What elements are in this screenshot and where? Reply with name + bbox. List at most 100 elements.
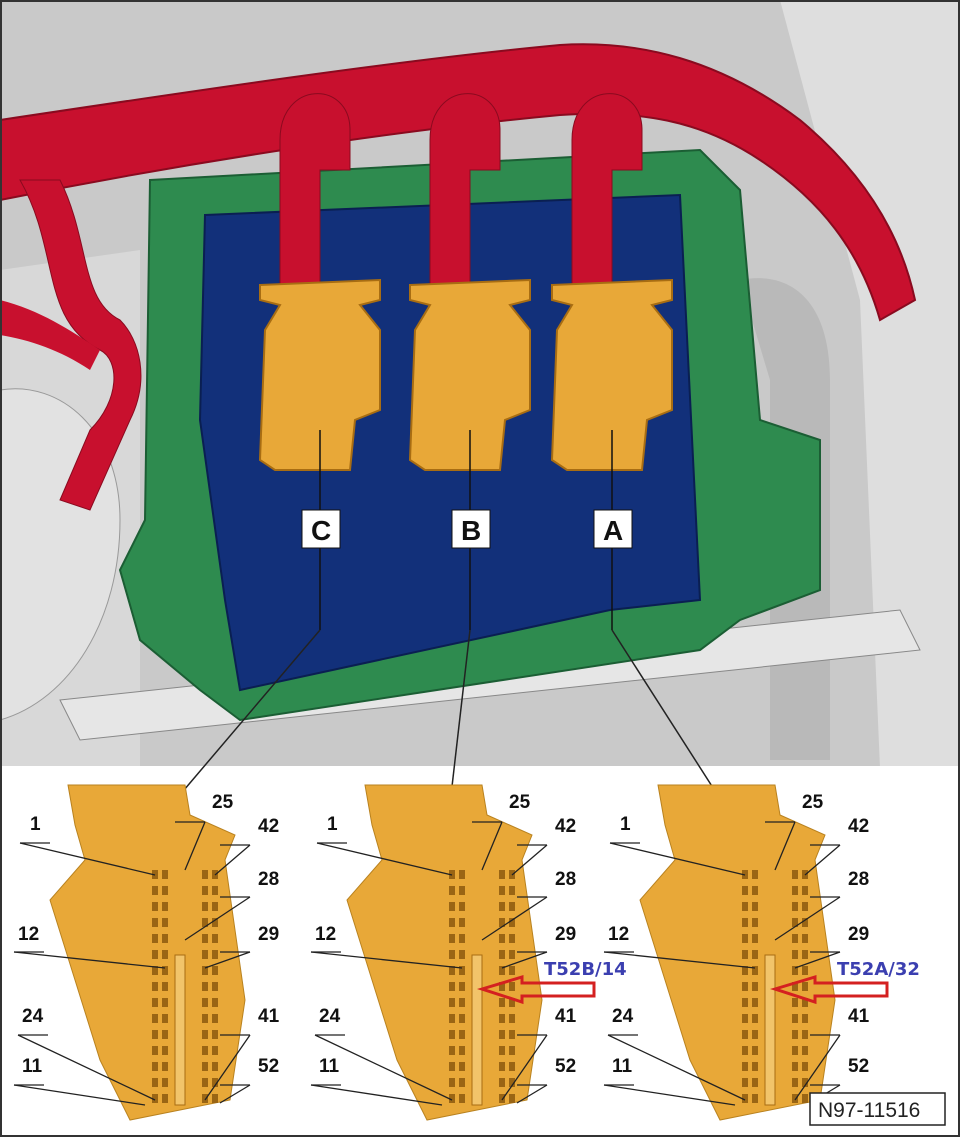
pin-leader <box>609 842 746 876</box>
pin-cavity <box>802 1062 808 1071</box>
pin-cavity <box>202 870 208 879</box>
pin-label-42: 42 <box>848 816 869 837</box>
pin-cavity <box>792 1014 798 1023</box>
pin-cavity <box>509 1014 515 1023</box>
harness-drops <box>279 93 643 301</box>
pin-leader <box>501 951 548 969</box>
pin-label-1: 1 <box>30 814 41 835</box>
pin-cavity <box>449 1094 455 1103</box>
pin-cavity <box>202 1046 208 1055</box>
pin-cavity <box>742 1046 748 1055</box>
pin-leader <box>511 844 548 876</box>
pin-cavity <box>509 918 515 927</box>
pin-label-29: 29 <box>555 924 576 945</box>
connector-a: A <box>550 278 673 630</box>
pin-cavity <box>499 902 505 911</box>
pin-cavity <box>202 1094 208 1103</box>
pin-label-28: 28 <box>258 869 279 890</box>
pin-cavity <box>499 918 505 927</box>
pin-cavity <box>202 966 208 975</box>
connector-body <box>639 784 836 1121</box>
pin-label-25: 25 <box>802 792 824 813</box>
pin-cavity <box>742 1094 748 1103</box>
pin-cavity <box>752 1062 758 1071</box>
pin-cavity <box>802 1014 808 1023</box>
connector-label: B <box>461 515 481 546</box>
pin-leader <box>204 1034 251 1101</box>
pin-cavity <box>802 982 808 991</box>
pin-leader <box>184 821 206 871</box>
pin-cavity <box>449 902 455 911</box>
pin-cavity <box>162 934 168 943</box>
pin-cavity <box>752 1078 758 1087</box>
pin-cavity <box>212 966 218 975</box>
pin-cavity <box>742 1030 748 1039</box>
connector-housing <box>258 278 381 471</box>
pin-annotation: T52A/32 <box>837 959 920 980</box>
pin-cavity <box>752 966 758 975</box>
pin-cavity <box>212 934 218 943</box>
pin-label-28: 28 <box>848 869 869 890</box>
pin-cavity <box>212 1062 218 1071</box>
pin-cavity <box>202 1014 208 1023</box>
pin-label-11: 11 <box>612 1056 633 1077</box>
pin-cavity <box>459 886 465 895</box>
pin-cavity <box>449 918 455 927</box>
pin-cavity <box>449 1014 455 1023</box>
pin-leader <box>184 896 251 941</box>
pin-cavity <box>449 1046 455 1055</box>
pin-arrow <box>769 974 889 1005</box>
pin-cavity <box>459 998 465 1007</box>
pin-cavity <box>212 982 218 991</box>
pin-cavity <box>792 966 798 975</box>
pin-leader <box>17 1034 156 1101</box>
pin-cavity <box>499 982 505 991</box>
pin-label-12: 12 <box>315 924 336 945</box>
pin-cavity <box>752 1046 758 1055</box>
pin-cavity <box>752 918 758 927</box>
pin-arrow <box>476 974 596 1005</box>
pin-annotation: T52B/14 <box>544 959 627 980</box>
pin-label-24: 24 <box>319 1006 341 1027</box>
pin-cavity <box>499 1078 505 1087</box>
pin-leader <box>501 1034 548 1101</box>
pin-label-41: 41 <box>555 1006 577 1027</box>
pin-cavity <box>449 966 455 975</box>
pin-leader <box>481 821 503 871</box>
pin-cavity <box>509 902 515 911</box>
pin-leader <box>204 951 251 969</box>
pin-cavity <box>162 1046 168 1055</box>
pin-cavity <box>792 886 798 895</box>
pin-cavity <box>499 1014 505 1023</box>
pin-cavity <box>152 934 158 943</box>
pin-cavity <box>792 1062 798 1071</box>
pin-cavity <box>459 1046 465 1055</box>
pin-cavity <box>792 902 798 911</box>
pin-cavity <box>509 1046 515 1055</box>
connector-housing <box>550 278 673 471</box>
pin-cavity <box>752 1014 758 1023</box>
pin-leader <box>603 951 756 969</box>
pin-cavity <box>459 1094 465 1103</box>
harness-branch <box>19 179 142 511</box>
harness-drop <box>429 93 501 301</box>
pin-cavity <box>742 998 748 1007</box>
connector-body <box>49 784 246 1121</box>
pin-label-41: 41 <box>848 1006 870 1027</box>
pin-cavity <box>152 998 158 1007</box>
pin-cavity <box>152 950 158 959</box>
center-slot <box>764 954 776 1106</box>
pin-cavity <box>752 886 758 895</box>
pin-cavity <box>802 998 808 1007</box>
pin-cavity <box>459 982 465 991</box>
pin-cavity <box>792 950 798 959</box>
pin-label-25: 25 <box>509 792 531 813</box>
pin-cavity <box>449 1030 455 1039</box>
pin-cavity <box>212 902 218 911</box>
pin-cavity <box>509 1094 515 1103</box>
connector-c: C <box>258 278 381 630</box>
pin-cavity <box>459 918 465 927</box>
